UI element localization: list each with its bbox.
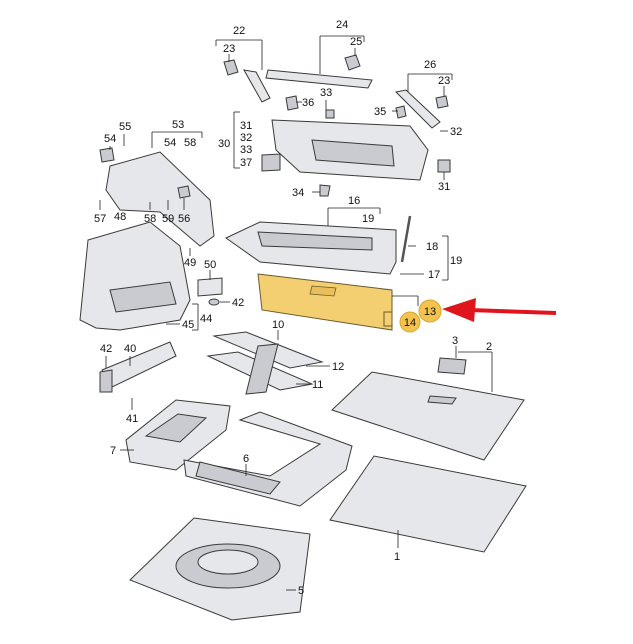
- part-48-side-trim: [79, 221, 191, 331]
- label-5: 5: [298, 585, 304, 597]
- label-40: 40: [124, 343, 136, 355]
- label-49: 49: [184, 257, 196, 269]
- label-48: 48: [114, 211, 126, 223]
- label-6: 6: [243, 453, 249, 465]
- label-19b: 19: [450, 255, 462, 267]
- label-37: 37: [240, 157, 252, 169]
- part-30-tailgate-trim: [261, 95, 451, 197]
- part-50-bracket: [197, 277, 223, 306]
- badge-13: 13: [418, 299, 442, 323]
- part-10-divider: [206, 331, 324, 395]
- label-25: 25: [350, 36, 362, 48]
- label-41: 41: [126, 413, 138, 425]
- label-1: 1: [394, 551, 400, 563]
- label-17: 17: [428, 269, 440, 281]
- label-33b: 33: [240, 144, 252, 156]
- label-33a: 33: [320, 87, 332, 99]
- label-32b: 32: [450, 126, 462, 138]
- part-22-pillar-trim: [223, 59, 271, 103]
- part-24-trim-strip: [265, 54, 373, 89]
- part-7-tray: [125, 399, 231, 471]
- label-31a: 31: [240, 120, 252, 132]
- label-59: 59: [162, 213, 174, 225]
- label-12: 12: [332, 361, 344, 373]
- part-2-floor-cover: [331, 357, 525, 461]
- label-23b: 23: [438, 75, 450, 87]
- part-26-pillar-trim: [394, 89, 449, 129]
- badge-14: 14: [399, 311, 421, 333]
- part-16-parcel-shelf: [225, 215, 412, 275]
- part-5-wheel-well: [129, 517, 311, 621]
- label-53: 53: [172, 119, 184, 131]
- label-26: 26: [424, 59, 436, 71]
- label-11: 11: [312, 379, 323, 391]
- part-53-bracket: [99, 147, 215, 247]
- label-30: 30: [218, 138, 230, 150]
- label-7: 7: [110, 445, 116, 457]
- label-42a: 42: [232, 297, 244, 309]
- label-36: 36: [302, 97, 314, 109]
- part-40-rail: [99, 341, 177, 393]
- label-10: 10: [272, 319, 284, 331]
- label-58b: 58: [144, 213, 156, 225]
- label-18: 18: [426, 241, 438, 253]
- label-19a: 19: [362, 213, 374, 225]
- leader-lines: [99, 35, 493, 591]
- label-58a: 58: [184, 137, 196, 149]
- label-23a: 23: [223, 43, 235, 55]
- label-44: 44: [200, 313, 212, 325]
- label-2: 2: [486, 341, 492, 353]
- part-labels: 22 23 24 25 26 23 33 36 35 31 32 30 33 3…: [94, 19, 492, 597]
- label-55: 55: [119, 121, 131, 133]
- label-24: 24: [336, 19, 348, 31]
- label-54b: 54: [104, 133, 116, 145]
- label-3: 3: [452, 335, 458, 347]
- label-56: 56: [178, 213, 190, 225]
- label-34: 34: [292, 187, 304, 199]
- part-13-sill-panel: [257, 273, 393, 331]
- label-16: 16: [348, 195, 360, 207]
- label-42b: 42: [100, 343, 112, 355]
- label-13: 13: [424, 306, 436, 318]
- label-31b: 31: [438, 181, 450, 193]
- label-57: 57: [94, 213, 106, 225]
- label-14: 14: [404, 317, 416, 329]
- label-50: 50: [204, 259, 216, 271]
- label-22: 22: [233, 25, 245, 37]
- label-54a: 54: [164, 137, 176, 149]
- part-6-foam-insert: [183, 411, 353, 507]
- red-arrow-indicator: [442, 298, 557, 322]
- label-45: 45: [182, 319, 194, 331]
- label-35: 35: [374, 106, 386, 118]
- label-32a: 32: [240, 132, 252, 144]
- part-1-floor-mat: [329, 455, 527, 553]
